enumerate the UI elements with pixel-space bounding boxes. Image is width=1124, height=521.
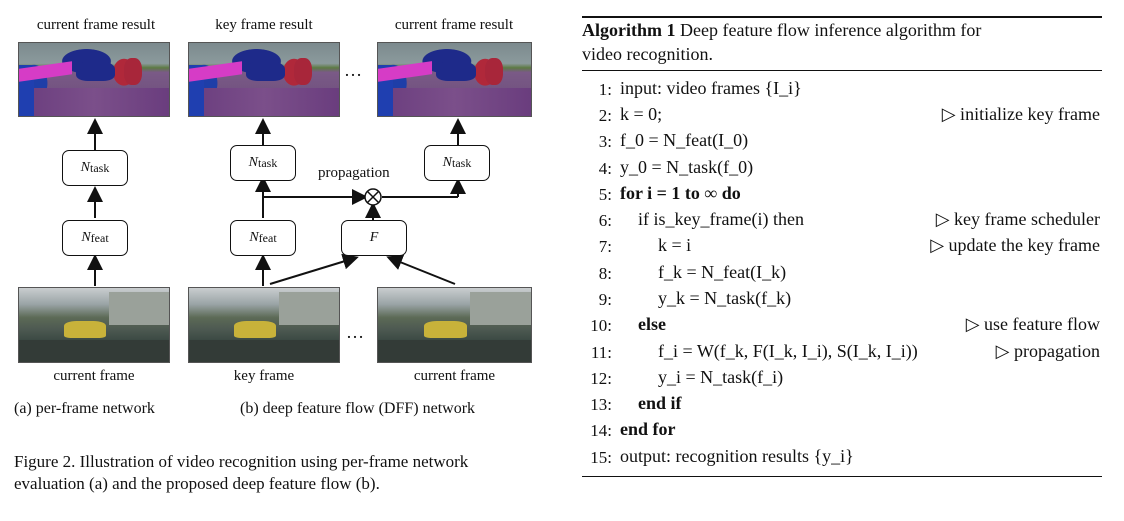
algorithm-title-line2: video recognition. — [582, 44, 713, 64]
line-number: 10: — [590, 316, 612, 335]
line-number: 2: — [598, 106, 612, 125]
algorithm-comment-11: ▷ propagation — [995, 341, 1100, 361]
algorithm-line-10: else — [638, 314, 666, 334]
algorithm-comment-10: ▷ use feature flow — [965, 314, 1100, 334]
algorithm-line-11: f_i = W(f_k, F(I_k, I_i), S(I_k, I_i)) — [658, 341, 918, 361]
algorithm-bottom-rule — [582, 476, 1102, 477]
ellipsis-top: … — [344, 60, 362, 80]
algorithm-line-15: output: recognition results {y_i} — [620, 446, 854, 466]
line-number: 15: — [590, 448, 612, 467]
line-number: 6: — [598, 211, 612, 230]
line-number: 11: — [590, 343, 612, 362]
propagation-label: propagation — [318, 165, 390, 181]
line-number: 1: — [598, 80, 612, 99]
line-number: 8: — [598, 264, 612, 283]
subcaption-a: (a) per-frame network — [14, 400, 155, 417]
algorithm-mid-rule — [582, 70, 1102, 71]
algorithm-line-4: y_0 = N_task(f_0) — [620, 157, 754, 177]
top-label-current-frame-result-a: current frame result — [36, 17, 156, 33]
segmentation-result-image-key — [188, 42, 340, 117]
algorithm-line-6: if is_key_frame(i) then — [638, 209, 804, 229]
line-number: 12: — [590, 369, 612, 388]
algorithm-line-1: input: video frames {I_i} — [620, 78, 802, 98]
line-number: 3: — [598, 132, 612, 151]
bottom-label-current-frame-b: current frame — [413, 368, 496, 384]
algorithm-line-2: k = 0; — [620, 104, 663, 124]
figure-caption-line-2: evaluation (a) and the proposed deep fea… — [14, 474, 380, 493]
line-number: 7: — [598, 237, 612, 256]
algorithm-comment-7: ▷ update the key frame — [930, 235, 1100, 255]
algorithm-line-5: for i = 1 to ∞ do — [620, 183, 741, 203]
algorithm-line-13: end if — [638, 393, 682, 413]
algorithm-line-8: f_k = N_feat(I_k) — [658, 262, 787, 282]
algorithm-line-9: y_k = N_task(f_k) — [658, 288, 792, 308]
current-frame-image-b — [377, 287, 532, 363]
ellipsis-bottom: … — [346, 322, 364, 342]
line-number: 5: — [598, 185, 612, 204]
algorithm-top-rule — [582, 16, 1102, 18]
top-label-key-frame-result: key frame result — [215, 17, 313, 33]
algorithm-title: Algorithm 1 Deep feature flow inference … — [582, 20, 982, 40]
line-number: 4: — [598, 159, 612, 178]
top-label-current-frame-result-b: current frame result — [394, 17, 514, 33]
line-number: 13: — [590, 395, 612, 414]
figure-caption-line-1: Figure 2. Illustration of video recognit… — [14, 452, 469, 471]
current-frame-image-a — [18, 287, 170, 363]
algorithm-comment-2: ▷ initialize key frame — [941, 104, 1100, 124]
flow-network-box: F — [341, 220, 407, 256]
bottom-label-current-frame-a: current frame — [53, 368, 135, 384]
algorithm-line-7: k = i — [658, 235, 692, 255]
bottom-label-key-frame: key frame — [233, 368, 295, 384]
algorithm-line-14: end for — [620, 419, 676, 439]
segmentation-result-image-a — [18, 42, 170, 117]
line-number: 9: — [598, 290, 612, 309]
algorithm-line-3: f_0 = N_feat(I_0) — [620, 130, 749, 150]
algorithm-line-12: y_i = N_task(f_i) — [658, 367, 784, 387]
line-number: 14: — [590, 421, 612, 440]
subcaption-b: (b) deep feature flow (DFF) network — [240, 400, 476, 417]
key-frame-image — [188, 287, 340, 363]
algorithm-comment-6: ▷ key frame scheduler — [935, 209, 1100, 229]
segmentation-result-image-current — [377, 42, 532, 117]
